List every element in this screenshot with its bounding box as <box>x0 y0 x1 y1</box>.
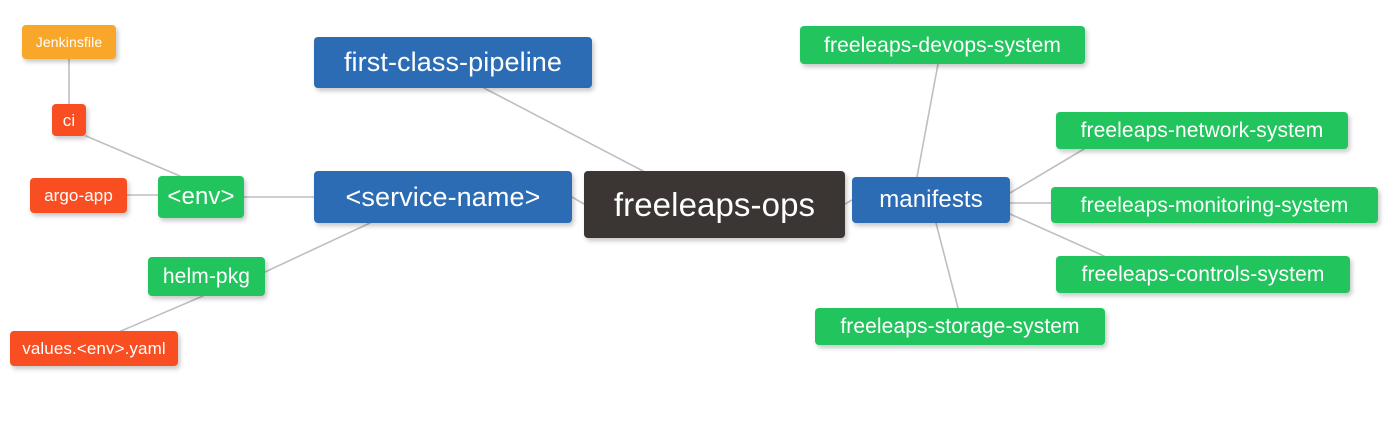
mindmap-node-network[interactable]: freeleaps-network-system <box>1056 112 1348 149</box>
mindmap-node-pipeline[interactable]: first-class-pipeline <box>314 37 592 88</box>
edge-root-to-service-name <box>571 196 585 205</box>
mindmap-node-monitoring[interactable]: freeleaps-monitoring-system <box>1051 187 1378 223</box>
mindmap-node-storage[interactable]: freeleaps-storage-system <box>815 308 1105 345</box>
node-label: freeleaps-controls-system <box>1081 263 1325 286</box>
mindmap-node-helm-pkg[interactable]: helm-pkg <box>148 257 265 296</box>
mindmap-node-ci[interactable]: ci <box>52 104 86 136</box>
mindmap-node-argo-app[interactable]: argo-app <box>30 178 127 213</box>
node-label: values.<env>.yaml <box>22 339 166 358</box>
mindmap-node-service-name[interactable]: <service-name> <box>314 171 572 223</box>
edge-helm-pkg-to-values-yaml <box>120 295 204 332</box>
edge-manifests-to-devops <box>916 63 939 178</box>
mindmap-node-controls[interactable]: freeleaps-controls-system <box>1056 256 1350 293</box>
node-label: freeleaps-ops <box>613 186 816 223</box>
node-label: helm-pkg <box>162 265 251 288</box>
mindmap-node-env[interactable]: <env> <box>158 176 244 218</box>
edge-manifests-to-storage <box>935 222 959 309</box>
node-label: first-class-pipeline <box>343 47 563 77</box>
node-label: ci <box>62 110 76 130</box>
node-label: freeleaps-monitoring-system <box>1080 193 1349 217</box>
mindmap-node-jenkinsfile[interactable]: Jenkinsfile <box>22 25 116 59</box>
edge-env-to-ci <box>85 135 181 177</box>
edge-service-name-to-helm-pkg <box>264 222 371 273</box>
mindmap-node-manifests[interactable]: manifests <box>852 177 1010 223</box>
edge-root-to-pipeline <box>483 87 644 172</box>
node-label: freeleaps-devops-system <box>824 33 1061 57</box>
node-label: Jenkinsfile <box>35 34 103 50</box>
node-label: <env> <box>167 183 235 210</box>
node-label: <service-name> <box>345 181 541 212</box>
node-label: freeleaps-storage-system <box>840 315 1080 338</box>
mindmap-node-devops[interactable]: freeleaps-devops-system <box>800 26 1085 64</box>
node-label: manifests <box>879 186 983 213</box>
mindmap-node-values-yaml[interactable]: values.<env>.yaml <box>10 331 178 366</box>
node-label: argo-app <box>44 186 113 205</box>
node-label: freeleaps-network-system <box>1080 119 1324 142</box>
mindmap-node-root[interactable]: freeleaps-ops <box>584 171 845 238</box>
edge-root-to-manifests <box>844 199 853 205</box>
